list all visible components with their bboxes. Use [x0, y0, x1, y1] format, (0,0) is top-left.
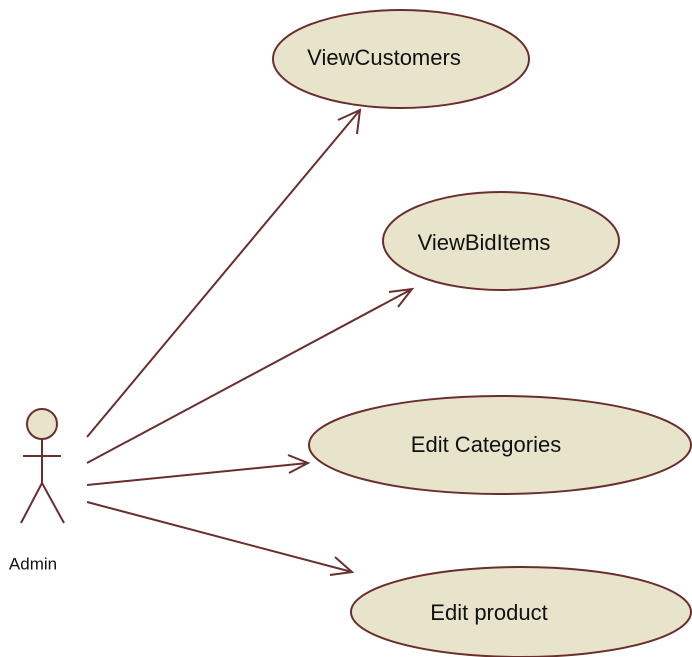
association-line — [86, 288, 413, 464]
arrowhead-icon — [337, 108, 362, 135]
stick-figure-icon — [20, 408, 65, 524]
usecase-ellipse — [272, 9, 530, 109]
usecase-view-customers[interactable]: ViewCustomers — [272, 9, 530, 109]
arrowhead-icon — [388, 287, 415, 308]
arrowhead-icon — [287, 454, 311, 474]
association-edit-categories — [86, 454, 311, 486]
actor-label: Admin — [9, 554, 57, 573]
association-view-bid-items — [86, 287, 415, 464]
actor-head — [26, 408, 58, 440]
association-view-customers — [86, 108, 362, 438]
usecase-label: Edit product — [430, 600, 547, 625]
usecase-view-bid-items[interactable]: ViewBidItems — [382, 191, 620, 291]
usecase-label: ViewCustomers — [307, 45, 461, 70]
usecase-ellipse — [350, 566, 692, 657]
actor-right-leg — [41, 482, 65, 524]
usecase-label: Edit Categories — [411, 432, 561, 457]
actor-left-leg — [20, 482, 43, 524]
association-edit-product — [86, 501, 355, 576]
usecase-ellipse — [382, 191, 620, 291]
usecase-label: ViewBidItems — [418, 230, 551, 255]
usecase-edit-categories[interactable]: Edit Categories — [308, 395, 692, 495]
usecase-ellipse — [308, 395, 692, 495]
association-line — [86, 462, 309, 486]
actor-admin[interactable]: Admin — [9, 408, 65, 573]
association-line — [86, 501, 353, 573]
arrowhead-icon — [329, 556, 355, 576]
association-line — [86, 109, 361, 438]
usecase-edit-product[interactable]: Edit product — [350, 566, 692, 657]
